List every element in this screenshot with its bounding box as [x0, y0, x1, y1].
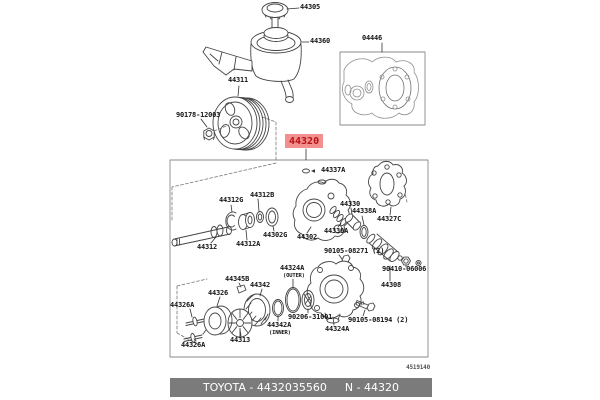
- part-label-44311[interactable]: 44311: [228, 76, 249, 84]
- bearing-drawing: [238, 212, 255, 230]
- rear-plate-drawing: [368, 160, 407, 207]
- front-plate-drawing: [202, 305, 233, 336]
- part-label-44338A[interactable]: 44338A: [352, 207, 377, 215]
- bracket-drawing: [202, 46, 253, 76]
- nut-drawing: [203, 127, 215, 141]
- footer-bar: TOYOTA - 4432035560 N - 44320: [170, 378, 432, 397]
- shaft-drawing: [171, 224, 232, 247]
- part-label-note-outer: (OUTER): [283, 273, 305, 279]
- part-label-44320-highlighted[interactable]: 44320: [285, 134, 324, 148]
- figure-code: 4519140: [406, 364, 430, 371]
- part-label-44345B[interactable]: 44345B: [225, 275, 250, 283]
- part-label-44330A[interactable]: 44330A: [324, 227, 349, 235]
- snap-ring-drawing: [225, 211, 237, 231]
- part-label-44342A[interactable]: 44342A: [267, 321, 292, 329]
- gasket-kit-box: [339, 51, 426, 126]
- nut-install-dashed: [213, 124, 230, 132]
- part-label-44302[interactable]: 44302: [297, 233, 318, 241]
- footer-n-code: N - 44320: [344, 381, 400, 394]
- part-label-90178-12003[interactable]: 90178-12003: [176, 111, 221, 119]
- part-label-44326A-2[interactable]: 44326A: [181, 341, 206, 349]
- rear-housing-drawing: [306, 260, 365, 324]
- footer-catalog-number: TOYOTA - 4432035560: [202, 381, 327, 394]
- oring-44338A-drawing: [359, 225, 369, 239]
- part-label-44313[interactable]: 44313: [230, 336, 251, 344]
- part-label-90105-08194[interactable]: 90105-08194 (2): [348, 316, 409, 324]
- part-label-44312G[interactable]: 44312G: [219, 196, 244, 204]
- part-label-44342[interactable]: 44342: [250, 281, 271, 289]
- part-label-90105-08271[interactable]: 90105-08271 (2): [324, 247, 385, 255]
- outer-oring-drawing: [285, 287, 301, 313]
- inner-oring-drawing: [272, 299, 284, 317]
- part-label-44337A[interactable]: 44337A: [321, 166, 346, 174]
- reservoir-tank-drawing: [250, 27, 302, 103]
- part-label-44324A-rear[interactable]: 44324A: [325, 325, 350, 333]
- part-label-note-inner: (INNER): [269, 330, 291, 336]
- part-label-04446[interactable]: 04446: [362, 34, 383, 42]
- small-oring-drawing: [302, 168, 315, 174]
- bolt-08194-drawing: [355, 300, 376, 312]
- part-label-44330[interactable]: 44330: [340, 200, 361, 208]
- part-label-44312[interactable]: 44312: [197, 243, 218, 251]
- part-label-44360[interactable]: 44360: [310, 37, 331, 45]
- oil-seal-drawing: [265, 207, 279, 227]
- part-label-90206-31001[interactable]: 90206-31001: [288, 313, 333, 321]
- part-label-90410-06006[interactable]: 90410-06006: [382, 265, 427, 273]
- control-valve-drawing: [366, 233, 403, 262]
- dowel-pins-drawing: [183, 316, 205, 343]
- part-label-44326A-1[interactable]: 44326A: [170, 301, 195, 309]
- part-label-44302G[interactable]: 44302G: [263, 231, 288, 239]
- part-label-44326[interactable]: 44326: [208, 289, 229, 297]
- part-label-44312A[interactable]: 44312A: [236, 240, 261, 248]
- gasket-kit-drawing: [342, 56, 419, 119]
- part-label-44324A-outer[interactable]: 44324A: [280, 264, 305, 272]
- part-label-44327C[interactable]: 44327C: [377, 215, 402, 223]
- plug-drawing: [401, 256, 422, 267]
- main-box: [169, 159, 429, 358]
- part-label-44308[interactable]: 44308: [381, 281, 402, 289]
- pulley-drawing: [212, 96, 270, 151]
- pin-44345B-drawing: [236, 284, 247, 294]
- spacer-ring-drawing: [256, 211, 264, 223]
- part-label-44312B[interactable]: 44312B: [250, 191, 275, 199]
- part-label-44305[interactable]: 44305: [300, 3, 321, 11]
- leader-lines: [189, 7, 407, 342]
- valve-piston-drawing: [344, 213, 362, 231]
